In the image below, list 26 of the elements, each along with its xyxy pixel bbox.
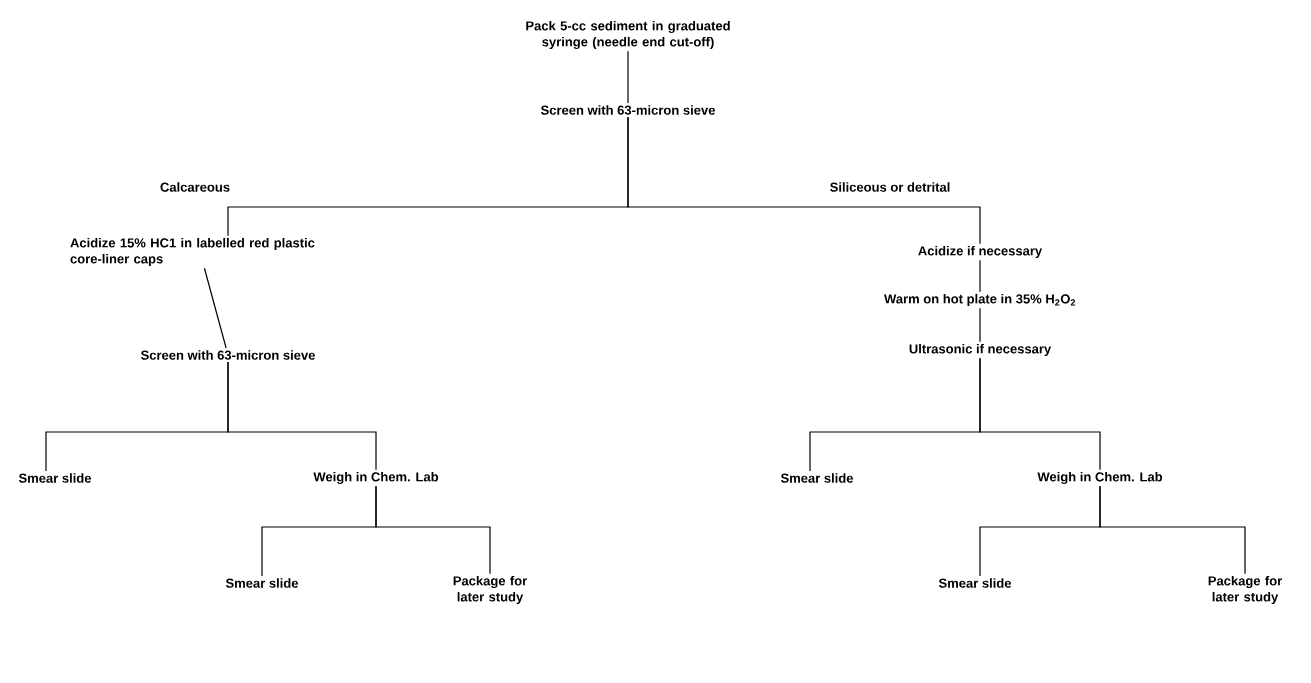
connector-line [627,50,629,104]
connector-line [627,116,981,245]
connector-line [979,259,981,293]
step-text: Smear slide [225,578,299,588]
connector-line [375,485,491,575]
edge-label: Siliceous or detrital [830,182,950,192]
step-text: Screen with 63-micron sieve [540,105,715,115]
step-text: Package for later study [453,575,527,605]
connector-line [227,361,377,471]
step-text: Weigh in Chem. Lab [313,471,439,485]
step-text: Smear slide [18,473,92,483]
step-text: Acidize if necessary [918,245,1043,259]
step-text: Warm on hot plate in 35% H$_{2}$O$_{2}$ [884,293,1076,307]
connector-line [979,357,1101,471]
step-text: Package for later study [1208,575,1282,605]
step-text: Ultrasonic if necessary [909,343,1052,357]
connector-line [203,267,227,349]
step-text: Weigh in Chem. Lab [1037,471,1163,485]
connector-line [979,307,981,343]
step-text: Smear slide [780,473,854,483]
step-text: Smear slide [938,578,1012,588]
connector-line [1099,485,1246,575]
step-text: Acidize 15% HC1 in labelled red plastic core-liner caps [70,237,315,267]
step-text: Screen with 63-micron sieve [140,350,315,360]
step-text: Pack 5-cc sediment in graduated syringe (needle end cut-off) [526,20,730,50]
edge-label: Calcareous [160,182,230,192]
